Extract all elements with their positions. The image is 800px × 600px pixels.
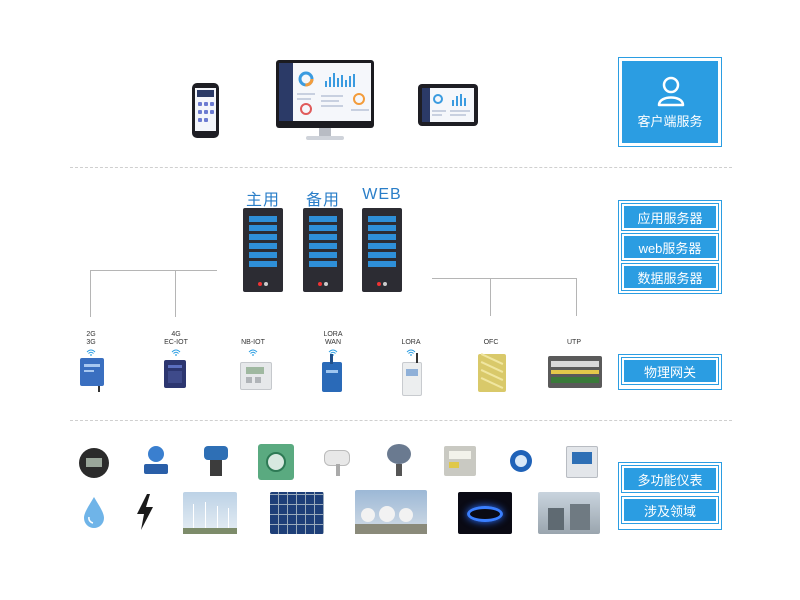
gateway-label-nbiot: NB-IOT [241, 339, 265, 346]
gas-flame-image [458, 492, 512, 534]
smartphone-device [192, 83, 219, 138]
wifi-icon [86, 349, 96, 356]
gateway-device-utp [548, 356, 602, 388]
meter-round-display [79, 448, 109, 478]
physical-gateway-label: 物理网关 [621, 357, 719, 385]
server-rack-web [362, 208, 402, 292]
gateway-device-nbiot [240, 362, 272, 390]
server-label-backup: 备用 [305, 192, 340, 209]
gateway-button-frame [618, 354, 722, 390]
wifi-icon [171, 349, 181, 356]
meter-green-gauge [258, 444, 294, 480]
dashboard-charts-icon [297, 71, 369, 115]
gateway-device-ofc [478, 353, 506, 392]
meter-power-panel [566, 446, 598, 478]
meter-flow [144, 446, 168, 478]
gateway-label-4g-line2: EC-IOT [164, 339, 188, 346]
server-label-web: WEB [362, 186, 402, 203]
client-service-label: 客户端服务 [637, 114, 703, 129]
gateway-device-lorawan [322, 354, 342, 392]
client-service-box: 客户端服务 [618, 57, 722, 147]
gateway-device-lora [402, 353, 422, 396]
gateway-label-lorawan-line1: LORA [323, 331, 343, 338]
app-server-label: 应用服务器 [621, 203, 719, 231]
gateway-device-2g3g [80, 358, 104, 392]
gateway-label-lora: LORA [401, 339, 421, 346]
connector-right-drop-2 [576, 278, 577, 316]
lightning-icon [137, 494, 153, 530]
connector-right-horizontal [432, 278, 576, 279]
domains-label: 涉及领域 [621, 496, 719, 524]
meter-gas [444, 446, 476, 476]
gateway-label-ofc: OFC [483, 339, 499, 346]
meter-level-gauge [386, 444, 412, 478]
wifi-icon [406, 349, 416, 356]
divider-top [70, 167, 732, 168]
divider-bottom [70, 420, 732, 421]
server-buttons-frame [618, 200, 722, 294]
solar-panel-image [270, 492, 324, 534]
server-label-primary: 主用 [245, 192, 280, 209]
server-rack-primary [243, 208, 283, 292]
wind-farm-image [183, 492, 237, 534]
server-rack-backup [303, 208, 343, 292]
data-server-label: 数据服务器 [621, 263, 719, 291]
gateway-label-utp: UTP [567, 339, 581, 346]
meter-buttons-frame [618, 462, 722, 530]
gateway-label-4g-line1: 4G [171, 331, 181, 338]
connector-right-drop-1 [490, 278, 491, 316]
gateway-label-2g-line2: 3G [86, 339, 96, 346]
connector-left-horizontal [90, 270, 217, 271]
gateway-label-2g-line1: 2G [86, 331, 96, 338]
multi-function-meter-label: 多功能仪表 [621, 465, 719, 493]
desktop-monitor-device [276, 60, 374, 142]
meter-camera-sensor [322, 446, 352, 478]
gateway-device-4g-eciot [164, 360, 186, 388]
meter-water [506, 446, 536, 476]
connector-left-drop-2 [175, 270, 176, 317]
user-icon [657, 76, 685, 107]
meter-pressure-transmitter [202, 446, 230, 478]
substation-image [538, 492, 600, 534]
water-drop-icon [84, 497, 104, 528]
connector-left-drop-1 [90, 270, 91, 317]
tablet-charts-icon [432, 94, 470, 116]
gateway-label-lorawan-line2: WAN [324, 339, 342, 346]
gas-storage-tanks-image [355, 490, 427, 534]
wifi-icon [248, 349, 258, 356]
tablet-device [418, 84, 478, 126]
web-server-label: web服务器 [621, 233, 719, 261]
